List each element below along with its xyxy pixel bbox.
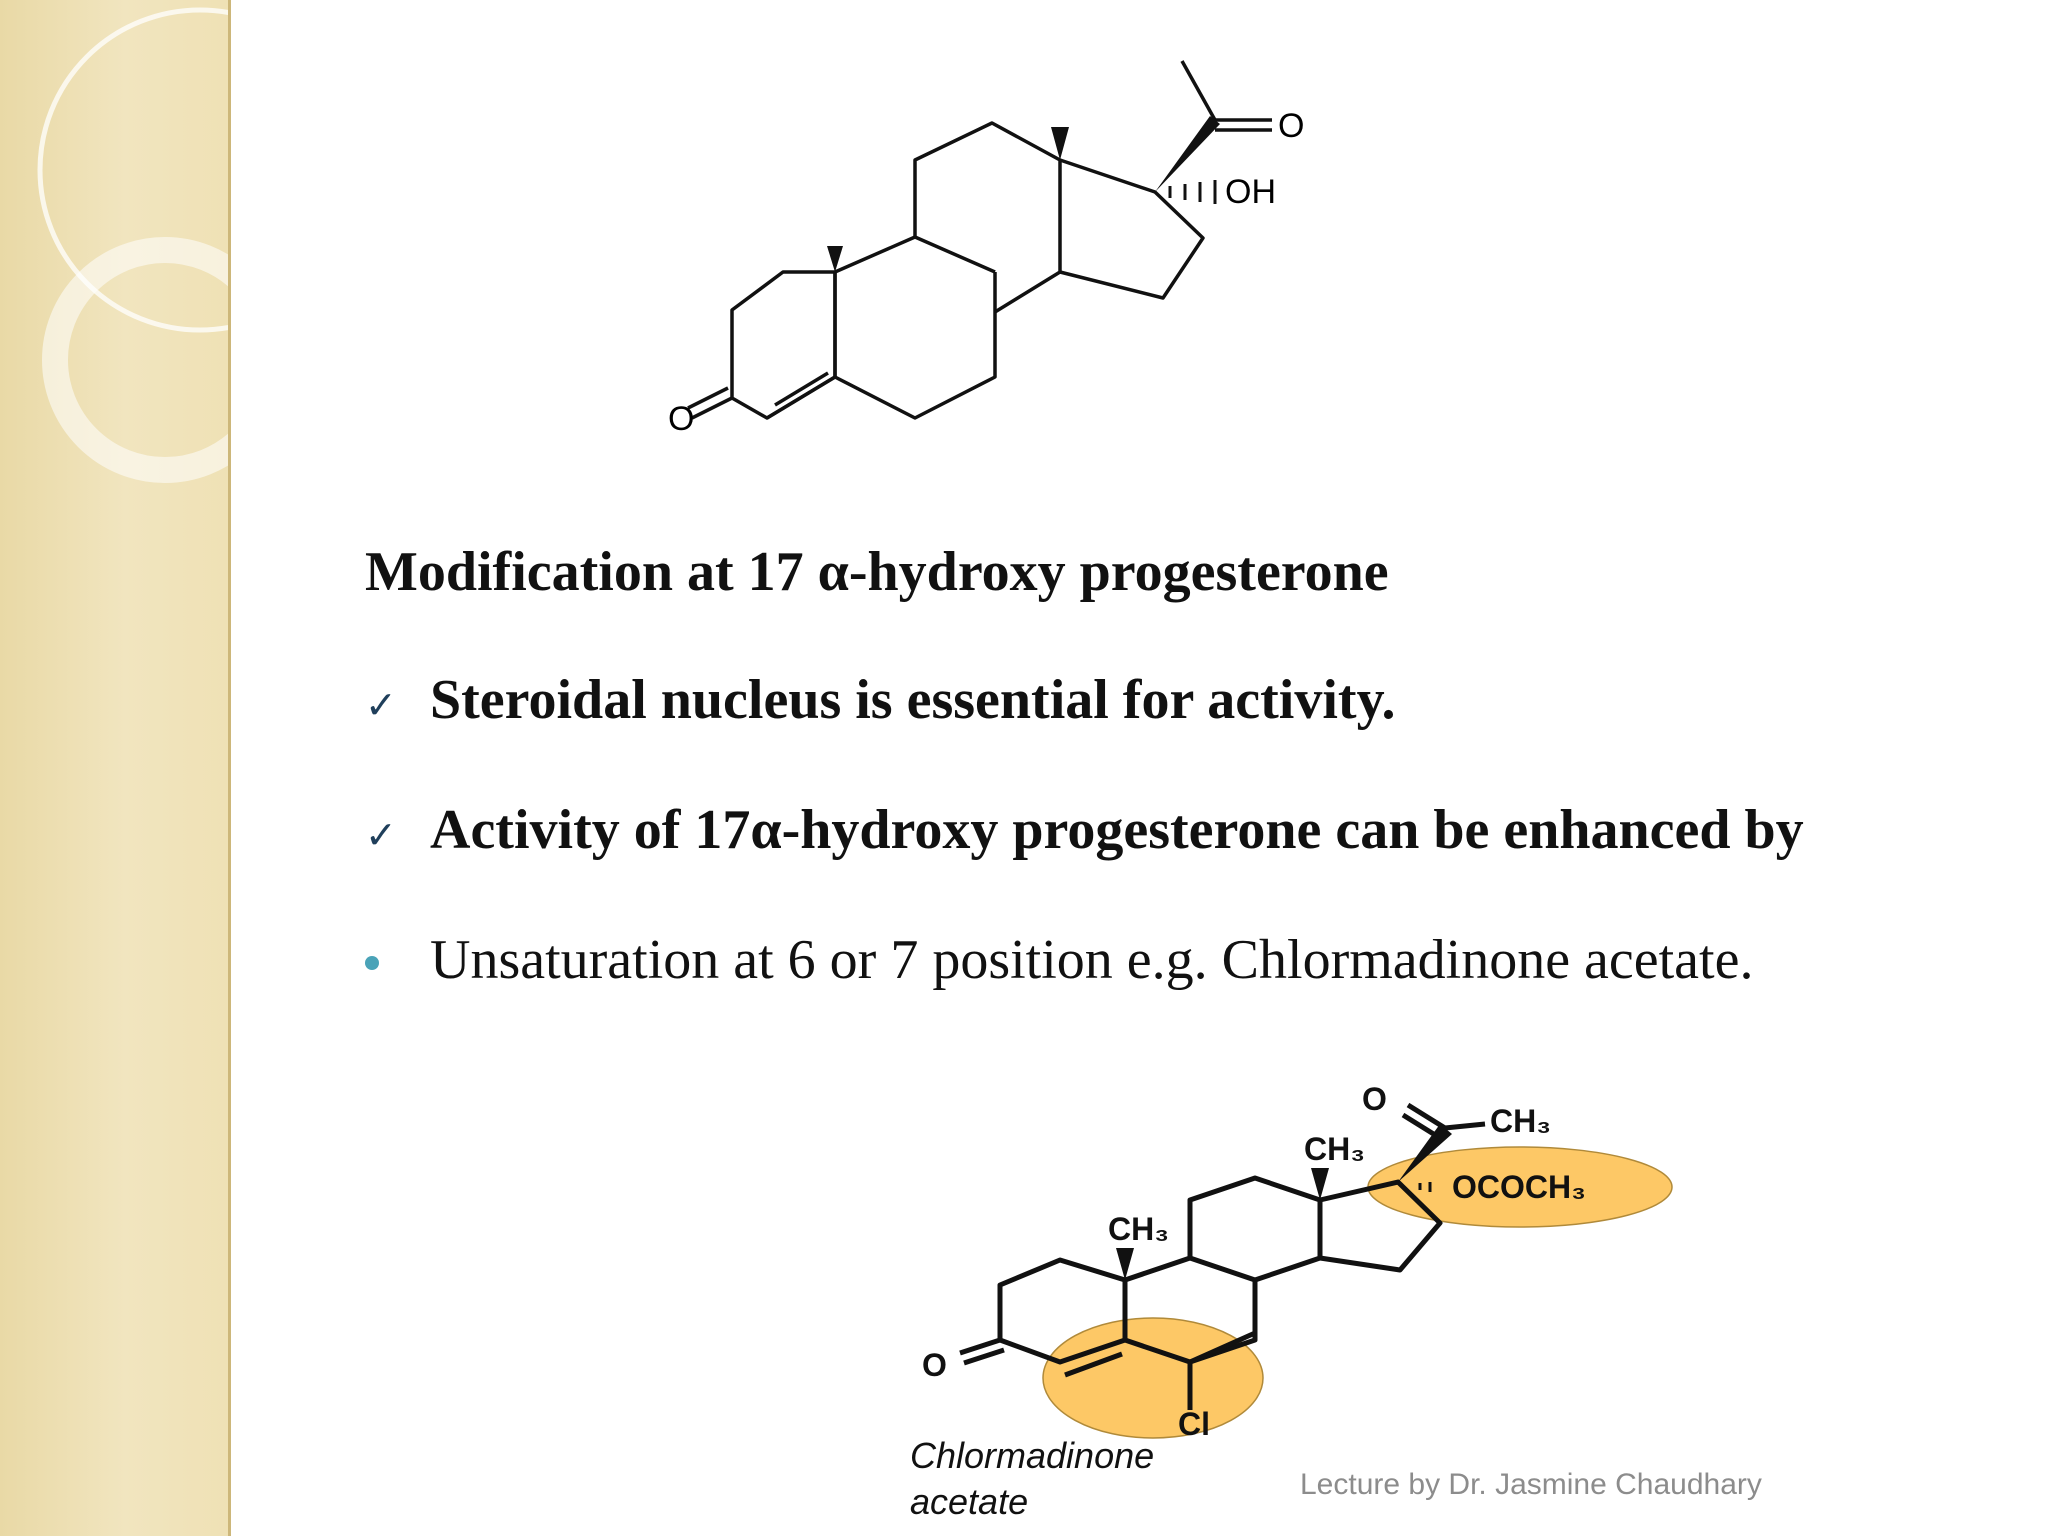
bottom-ketone-o-label: O	[922, 1347, 947, 1383]
bottom-side-o-label: O	[1362, 1081, 1387, 1117]
chlormadinone-acetate-structure: O CH₃ CH₃ CH₃ OCOCH₃ O Cl	[922, 1081, 1673, 1440]
footer-credit: Lecture by Dr. Jasmine Chaudhary	[1300, 1468, 1762, 1501]
structure-caption: Chlormadinone acetate	[910, 1433, 1154, 1525]
decor-rings-icon	[37, 7, 228, 483]
bullet-item: ✓ Activity of 17α-hydroxy progesterone c…	[365, 798, 1804, 862]
checkmark-icon: ✓	[365, 813, 397, 857]
bullet-dot-icon	[365, 956, 379, 970]
bottom-cl-label: Cl	[1178, 1406, 1210, 1440]
bullet-text: Steroidal nucleus is essential for activ…	[430, 669, 1396, 731]
bullet-text: Unsaturation at 6 or 7 position e.g. Chl…	[430, 929, 1754, 991]
bullet-item: Unsaturation at 6 or 7 position e.g. Chl…	[365, 928, 1753, 992]
top-ketone-o-label: O	[668, 400, 694, 438]
bottom-side-ch3-label: CH₃	[1490, 1103, 1551, 1139]
caption-line: Chlormadinone	[910, 1435, 1155, 1476]
top-side-o-label: O	[1278, 107, 1304, 145]
bullet-item: ✓ Steroidal nucleus is essential for act…	[365, 668, 1395, 732]
side-decor-panel	[0, 0, 231, 1536]
bottom-c13-ch3-label: CH₃	[1304, 1131, 1365, 1167]
top-oh-label: OH	[1225, 173, 1276, 211]
unsaturation-highlight	[1042, 1317, 1264, 1439]
bottom-ococh3-label: OCOCH₃	[1452, 1169, 1586, 1205]
page-heading: Modification at 17 α-hydroxy progesteron…	[365, 541, 1389, 603]
caption-line: acetate	[910, 1481, 1029, 1522]
hydroxy-progesterone-structure: O O OH	[668, 60, 1304, 438]
checkmark-icon: ✓	[365, 683, 397, 727]
bullet-text: Activity of 17α-hydroxy progesterone can…	[430, 799, 1804, 861]
bottom-c10-ch3-label: CH₃	[1108, 1211, 1169, 1247]
